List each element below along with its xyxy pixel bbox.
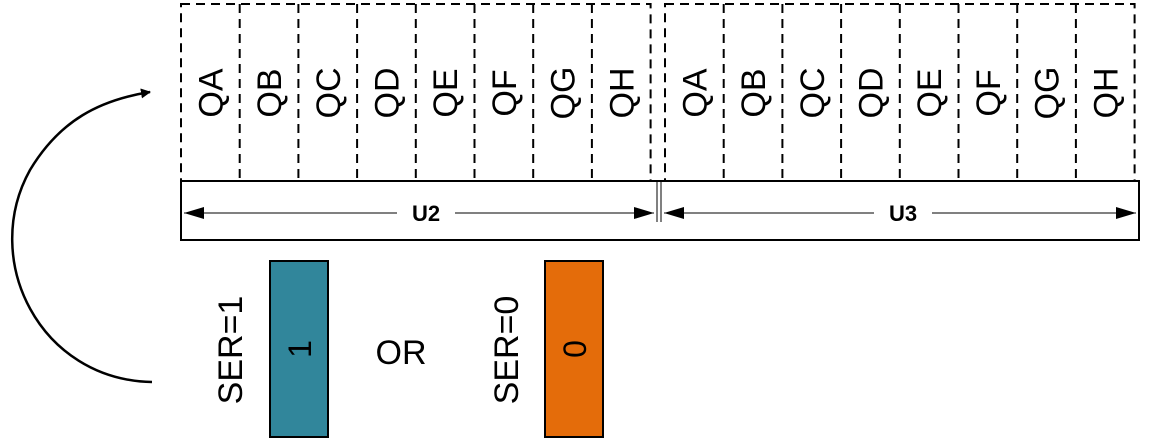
ser1-label: SER=1 — [212, 296, 250, 405]
cell-label-u2-qc: QC — [310, 68, 348, 119]
cell-label-u2-qd: QD — [369, 68, 407, 119]
cell-label-u3-qd: QD — [853, 68, 891, 119]
bit-one-value: 1 — [282, 340, 318, 358]
feedback-arrow — [11, 88, 153, 384]
cell-label-u2-qa: QA — [192, 68, 230, 117]
bit-zero-block — [544, 260, 604, 438]
cell-label-u3-qc: QC — [794, 68, 832, 119]
ser0-label: SER=0 — [488, 296, 526, 405]
cell-label-u3-qa: QA — [676, 68, 714, 117]
u3-arrow-right — [1116, 207, 1136, 219]
cell-label-u2-qg: QG — [545, 67, 583, 120]
cell-label-u3-qg: QG — [1029, 67, 1067, 120]
cell-label-u3-qe: QE — [911, 68, 949, 117]
u2-arrow-right — [634, 207, 654, 219]
bit-one-block — [269, 260, 329, 438]
u2-label: U2 — [412, 201, 440, 226]
u2-cell-frame — [180, 3, 652, 182]
cell-label-u2-qf: QF — [486, 69, 524, 116]
u2-arrow-left — [184, 207, 204, 219]
u3-cell-frame — [664, 3, 1136, 182]
cell-label-u3-qf: QF — [970, 69, 1008, 116]
u3-arrow-left — [664, 207, 684, 219]
cell-label-u3-qb: QB — [735, 68, 773, 117]
register-cells: QA QB QC QD QE QF QG QH QA QB QC QD QE QF QG QH — [180, 3, 1136, 182]
or-label: OR — [376, 334, 427, 372]
u3-label: U3 — [889, 201, 917, 226]
cell-label-u2-qh: QH — [603, 68, 641, 119]
register-box — [180, 180, 1140, 241]
cell-label-u2-qb: QB — [251, 68, 289, 117]
cell-label-u3-qh: QH — [1087, 68, 1125, 119]
cell-label-u2-qe: QE — [427, 68, 465, 117]
bit-zero-value: 0 — [557, 340, 593, 358]
